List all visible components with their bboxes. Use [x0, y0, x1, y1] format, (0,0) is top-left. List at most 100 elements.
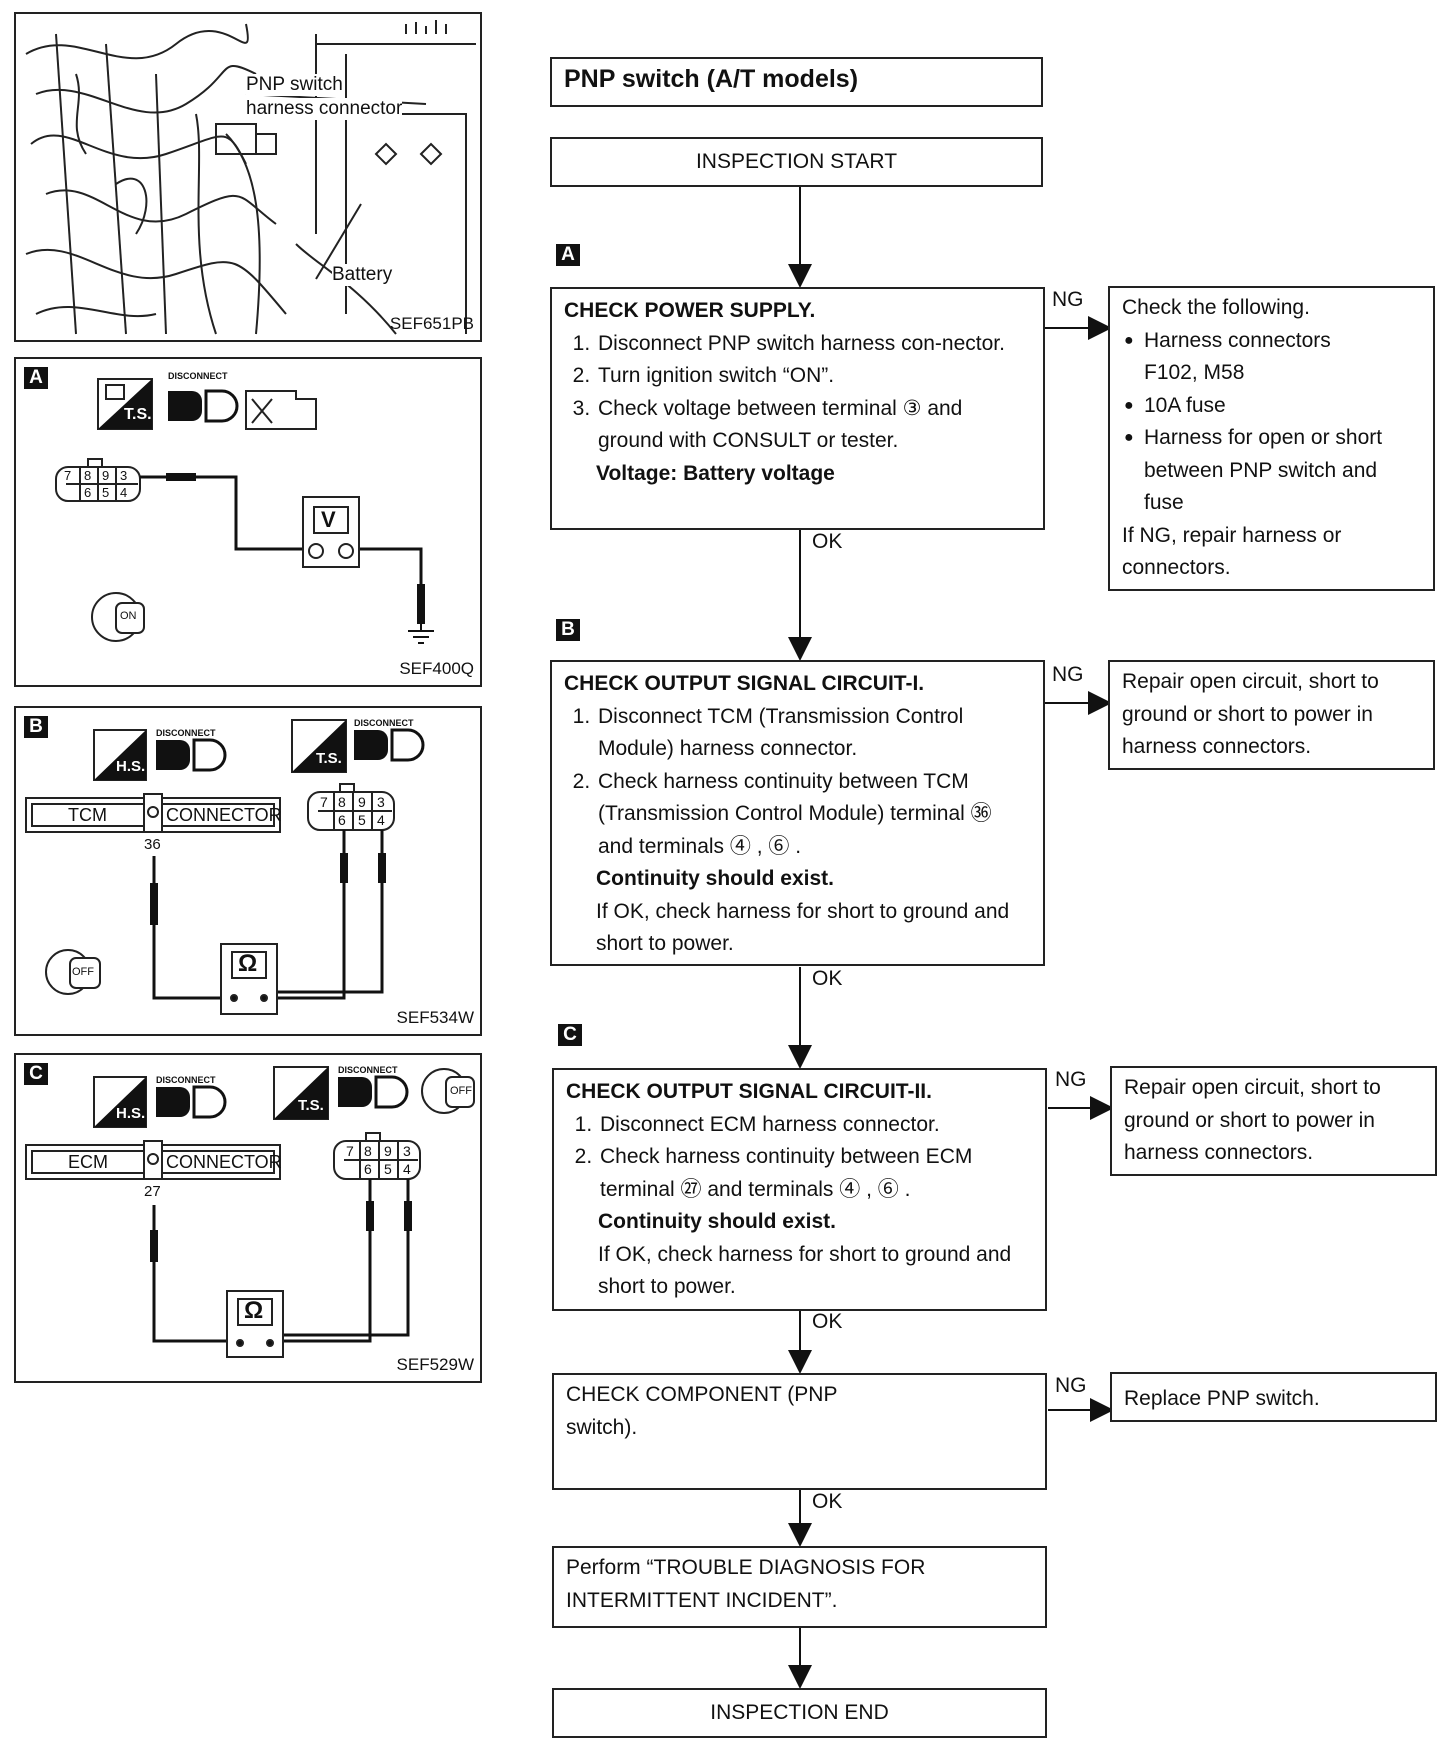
side-check-following: Check the following. Harness connectors …: [1108, 286, 1435, 591]
tcm-connector: [25, 793, 281, 833]
pnp-switch-label: PNP switch: [246, 74, 343, 96]
flow-tag-b: B: [556, 619, 580, 641]
step-b-heading: CHECK OUTPUT SIGNAL CIRCUIT-I.: [564, 672, 925, 695]
step-a-item-3: Check voltage between terminal ③ and gro…: [596, 393, 1031, 458]
panel-a-ts: T.S.: [124, 406, 152, 423]
step-check-output-circuit-1: CHECK OUTPUT SIGNAL CIRCUIT-I. Disconnec…: [550, 660, 1045, 966]
disconnect-icon-b2: [354, 728, 425, 762]
ng-label-d: NG: [1055, 1374, 1087, 1397]
ignition-key-b: [45, 949, 101, 995]
pnp-connector-a: [55, 458, 141, 502]
panel-c-tag: C: [24, 1063, 48, 1085]
pnp-connector-c: [333, 1132, 421, 1180]
diagram-panel-b: B: [14, 706, 482, 1036]
panel-c-hs: H.S.: [116, 1105, 146, 1122]
flow-tag-c: C: [558, 1024, 582, 1046]
panel-b-connector-left: TCM: [68, 805, 107, 825]
harness-connector-label: harness connector: [246, 98, 403, 120]
step-c-heading: CHECK OUTPUT SIGNAL CIRCUIT-II.: [566, 1080, 932, 1103]
panel-a-meter: V: [321, 507, 336, 532]
ok-label-b: OK: [812, 967, 843, 990]
ok-label-c: OK: [812, 1310, 843, 1333]
voltmeter: [302, 496, 360, 568]
panel-c-disconnect-2: DISCONNECT: [338, 1065, 398, 1075]
panel-a-tag: A: [24, 367, 48, 389]
step-c-spec: Continuity should exist.: [598, 1210, 837, 1233]
panel-a-key: ON: [120, 610, 137, 622]
panel-b-hs: H.S.: [116, 758, 146, 775]
ng-label-c: NG: [1055, 1068, 1087, 1091]
panel-b-pin: 36: [144, 836, 161, 853]
disconnect-icon-c1: [156, 1085, 227, 1119]
diagram-panel-a: A: [14, 357, 482, 687]
panel-c-disconnect-1: DISCONNECT: [156, 1075, 216, 1085]
panel-c-code: SEF529W: [396, 1355, 474, 1374]
engine-icon: [245, 390, 317, 430]
ok-label-a: OK: [812, 530, 843, 553]
flow-tag-a: A: [556, 244, 580, 266]
panel-b-diagram: [25, 719, 425, 1015]
ng-label-b: NG: [1052, 663, 1084, 686]
inspection-end: INSPECTION END: [552, 1688, 1047, 1738]
engine-bay-illustration: PNP switch harness connector Battery SEF…: [14, 12, 482, 342]
disconnect-icon-c2: [338, 1075, 409, 1109]
ecm-connector: [25, 1140, 281, 1180]
side-a-outro: If NG, repair harness or connectors.: [1122, 523, 1342, 580]
battery-label: Battery: [332, 264, 393, 286]
side-a-item-1: Harness connectors F102, M58: [1124, 325, 1421, 390]
ohmmeter-c: [226, 1290, 284, 1358]
panel-a-code: SEF400Q: [399, 659, 474, 678]
step-c-item-2: Check harness continuity between ECM ter…: [598, 1141, 1033, 1206]
panel-b-ts: T.S.: [316, 750, 342, 767]
ignition-key-c: [421, 1068, 475, 1114]
panel-c-connector-right: CONNECTOR: [166, 1152, 282, 1172]
ok-label-d: OK: [812, 1490, 843, 1513]
step-b-item-1: Disconnect TCM (Transmission Control Mod…: [596, 701, 1031, 766]
panel-b-key: OFF: [72, 966, 94, 978]
side-a-item-2: 10A fuse: [1124, 390, 1421, 423]
panel-a-diagram: [55, 378, 434, 644]
panel-c-connector-left: ECM: [68, 1152, 108, 1172]
pnp-connector-b: [307, 783, 395, 831]
disconnect-icon-b1: [156, 738, 227, 772]
step-b-item-2: Check harness continuity between TCM (Tr…: [596, 766, 1031, 864]
step-check-component: CHECK COMPONENT (PNP switch).: [552, 1373, 1047, 1490]
panel-c-pin: 27: [144, 1183, 161, 1200]
panel-a-disconnect: DISCONNECT: [168, 371, 228, 381]
step-b-spec: Continuity should exist.: [596, 867, 835, 890]
side-a-item-3: Harness for open or short between PNP sw…: [1124, 422, 1421, 520]
panel-c-diagram: [25, 1066, 475, 1358]
side-repair-circuit-1: Repair open circuit, short to ground or …: [1108, 660, 1435, 770]
step-check-power-supply: CHECK POWER SUPPLY. Disconnect PNP switc…: [550, 287, 1045, 530]
panel-b-connector-right: CONNECTOR: [166, 805, 282, 825]
side-replace-pnp-switch: Replace PNP switch.: [1110, 1372, 1437, 1422]
figure-code: SEF651PB: [389, 314, 474, 333]
disconnect-icon: [168, 389, 239, 423]
side-repair-circuit-2: Repair open circuit, short to ground or …: [1110, 1066, 1437, 1176]
ignition-key: [91, 592, 145, 642]
step-perform-trouble-diagnosis: Perform “TROUBLE DIAGNOSIS FOR INTERMITT…: [552, 1546, 1047, 1628]
step-a-heading: CHECK POWER SUPPLY.: [564, 299, 816, 322]
step-a-spec: Voltage: Battery voltage: [596, 461, 835, 485]
side-a-intro: Check the following.: [1122, 296, 1310, 319]
panel-c-key: OFF: [450, 1085, 472, 1097]
ohmmeter-b: [220, 943, 278, 1015]
panel-c-meter: Ω: [244, 1297, 264, 1324]
ts-icon-b: [291, 719, 347, 773]
side-a-connectors: F102, M58: [1144, 361, 1245, 384]
inspection-start: INSPECTION START: [550, 137, 1043, 187]
panel-c-ts: T.S.: [298, 1097, 324, 1114]
diagram-panel-c: C: [14, 1053, 482, 1383]
ts-icon: [97, 378, 153, 430]
panel-b-tag: B: [24, 716, 48, 738]
hs-icon-c: [93, 1076, 147, 1128]
ts-icon-c: [273, 1066, 329, 1120]
flowchart-title: PNP switch (A/T models): [550, 57, 1043, 107]
step-c-note: If OK, check harness for short to ground…: [598, 1242, 1012, 1299]
step-a-item-1: Disconnect PNP switch harness con-nector…: [596, 328, 1031, 361]
panel-b-disconnect-1: DISCONNECT: [156, 728, 216, 738]
ng-label-a: NG: [1052, 288, 1084, 311]
step-b-note: If OK, check harness for short to ground…: [596, 899, 1010, 956]
step-c-item-1: Disconnect ECM harness connector.: [598, 1109, 1033, 1142]
